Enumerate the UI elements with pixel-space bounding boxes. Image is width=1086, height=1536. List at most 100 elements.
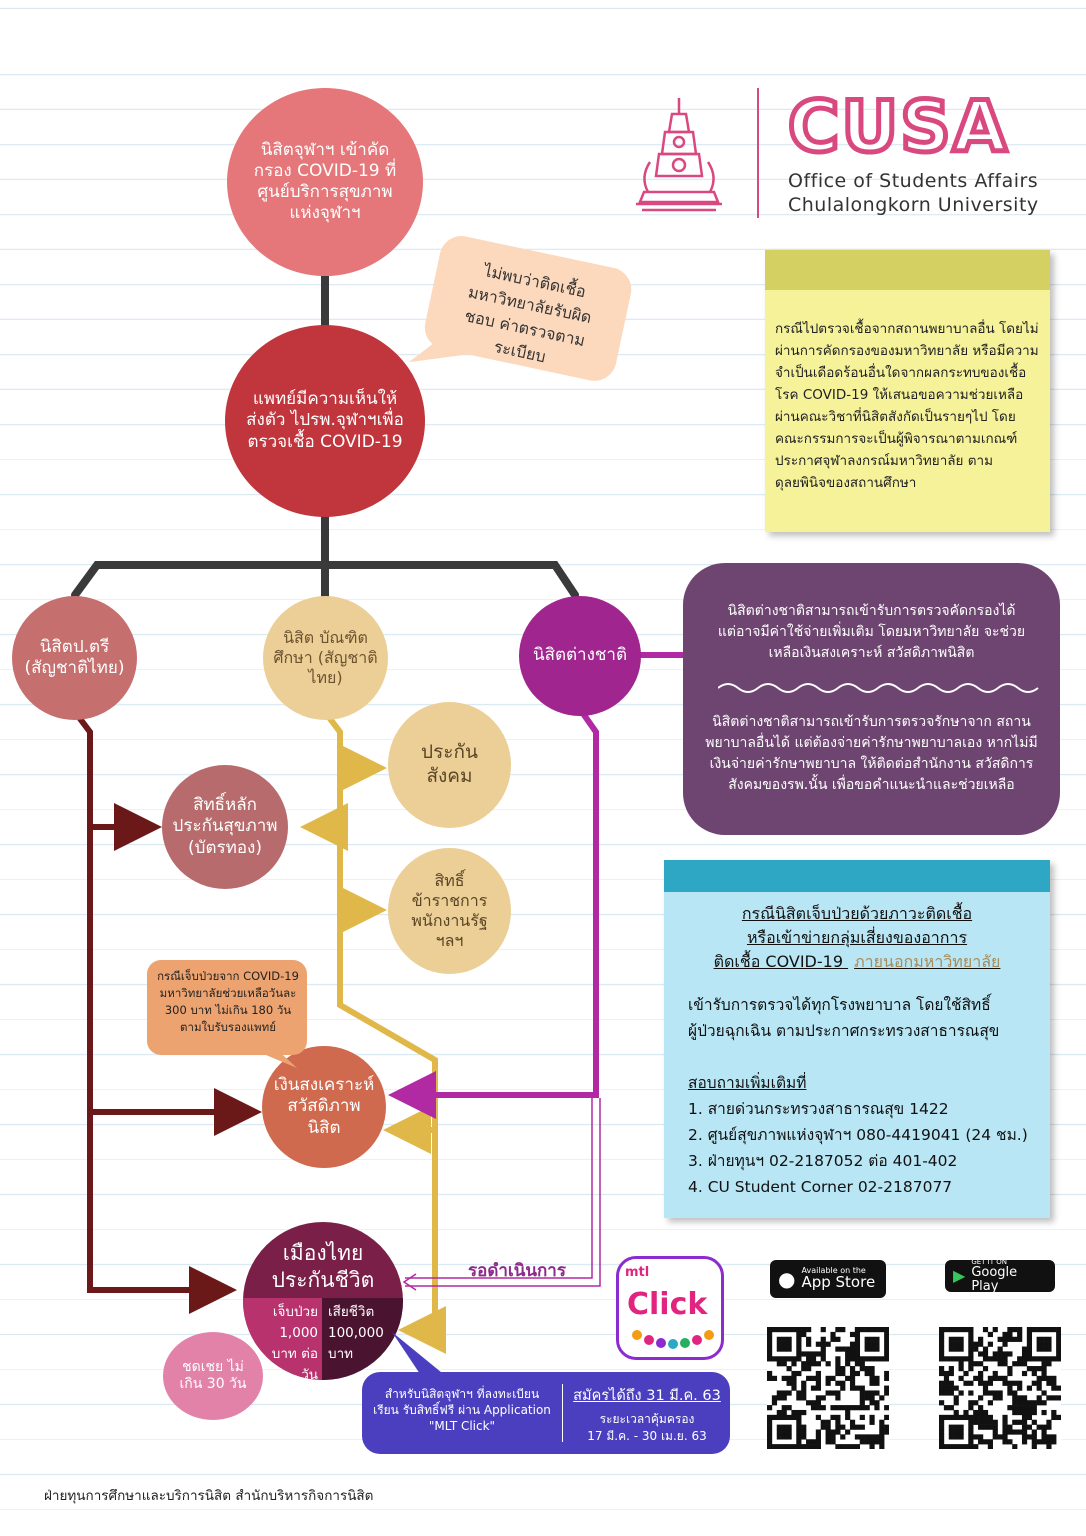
qr-module bbox=[943, 1390, 950, 1396]
qr-module bbox=[1036, 1336, 1042, 1342]
note-blue-gap bbox=[688, 1044, 1050, 1070]
bubble-negative-shape bbox=[408, 235, 632, 381]
qr-module bbox=[796, 1414, 802, 1421]
qr-module bbox=[948, 1370, 954, 1377]
qr-code-google-play[interactable] bbox=[939, 1327, 1061, 1449]
qr-module bbox=[781, 1346, 787, 1352]
node-graduate: นิสิต บัณฑิตศึกษา (สัญชาติไทย) bbox=[263, 596, 388, 720]
qr-module bbox=[791, 1361, 797, 1367]
note-blue-body-1: เข้ารับการตรวจได้ทุกโรงพยาบาล โดยใช้สิทธ… bbox=[688, 996, 991, 1014]
qr-module bbox=[978, 1409, 984, 1416]
qr-module bbox=[939, 1341, 945, 1347]
node-gold-card: สิทธิ์หลัก ประกันสุขภาพ (บัตรทอง) bbox=[162, 765, 288, 889]
chula-emblem bbox=[632, 92, 727, 220]
qr-module bbox=[958, 1444, 964, 1449]
qr-module bbox=[849, 1346, 856, 1352]
qr-module bbox=[864, 1341, 870, 1347]
qr-module bbox=[810, 1356, 817, 1362]
contact-item: 1. สายด่วนกระทรวงสาธารณสุข 1422 bbox=[688, 1100, 949, 1118]
qr-module bbox=[939, 1439, 945, 1445]
qr-module bbox=[874, 1375, 880, 1381]
qr-module bbox=[1007, 1327, 1013, 1333]
qr-module bbox=[973, 1409, 979, 1416]
qr-module bbox=[840, 1346, 846, 1352]
qr-module bbox=[791, 1327, 797, 1333]
qr-module bbox=[948, 1405, 954, 1411]
qr-module bbox=[1026, 1405, 1033, 1411]
qr-module bbox=[1007, 1439, 1013, 1445]
qr-module bbox=[859, 1356, 865, 1362]
google-play-big: Google Play bbox=[971, 1265, 1018, 1294]
qr-module bbox=[968, 1346, 974, 1352]
qr-module bbox=[786, 1346, 792, 1352]
qr-module bbox=[849, 1385, 856, 1391]
qr-module bbox=[997, 1361, 1003, 1367]
qr-module bbox=[879, 1395, 885, 1401]
qr-module bbox=[1002, 1419, 1008, 1425]
qr-module bbox=[849, 1356, 856, 1362]
qr-module bbox=[973, 1414, 979, 1421]
qr-module bbox=[845, 1375, 851, 1381]
qr-module bbox=[849, 1419, 856, 1425]
mlt-coverage-label: ระยะเวลาคุ้มครอง bbox=[599, 1412, 695, 1426]
qr-module bbox=[948, 1414, 954, 1421]
qr-module bbox=[845, 1414, 851, 1421]
qr-code-app-store[interactable] bbox=[767, 1327, 889, 1449]
qr-module bbox=[849, 1366, 856, 1372]
graduate-path bbox=[300, 710, 446, 1354]
qr-module bbox=[781, 1395, 787, 1401]
qr-module bbox=[939, 1346, 945, 1352]
qr-module bbox=[806, 1336, 812, 1342]
node-foreign-label: นิสิตต่างชาติ bbox=[532, 645, 628, 666]
node-insurance-title-text: เมืองไทย ประกันชีวิต bbox=[271, 1241, 375, 1292]
qr-module bbox=[953, 1385, 959, 1391]
qr-module bbox=[1026, 1341, 1033, 1347]
qr-module bbox=[963, 1327, 969, 1333]
qr-module bbox=[968, 1434, 974, 1440]
qr-module bbox=[776, 1356, 782, 1362]
qr-module bbox=[1021, 1414, 1028, 1421]
qr-module bbox=[1026, 1331, 1033, 1338]
app-store-big: App Store bbox=[801, 1273, 876, 1292]
qr-module bbox=[963, 1409, 969, 1416]
qr-module bbox=[879, 1419, 885, 1425]
node-referral: แพทย์มีความเห็นให้ส่งตัว ไปรพ.จุฬาฯเพื่อ… bbox=[225, 325, 425, 517]
qr-module bbox=[997, 1375, 1003, 1381]
qr-module bbox=[786, 1356, 792, 1362]
qr-module bbox=[796, 1429, 802, 1435]
qr-module bbox=[939, 1380, 945, 1386]
qr-module bbox=[1012, 1444, 1018, 1449]
qr-module bbox=[874, 1390, 880, 1396]
qr-module bbox=[840, 1366, 846, 1372]
qr-module bbox=[815, 1375, 821, 1381]
foreign-info-para-2: นิสิตต่างชาติสามารถเข้ารับการตรวจรักษาจา… bbox=[705, 714, 1038, 793]
qr-module bbox=[1036, 1424, 1042, 1430]
node-social-security: ประกันสังคม bbox=[388, 702, 511, 828]
google-play-badge[interactable]: ▶ GET IT ON Google Play bbox=[945, 1258, 1055, 1294]
qr-module bbox=[854, 1351, 861, 1357]
app-store-small: Available on the bbox=[801, 1265, 866, 1275]
qr-module bbox=[874, 1434, 880, 1440]
qr-module bbox=[874, 1346, 880, 1352]
qr-module bbox=[781, 1390, 787, 1396]
qr-module bbox=[987, 1439, 993, 1445]
qr-module bbox=[1046, 1444, 1052, 1449]
qr-module bbox=[953, 1327, 959, 1333]
qr-module bbox=[1007, 1366, 1013, 1372]
qr-module bbox=[859, 1327, 865, 1333]
qr-module bbox=[1041, 1424, 1047, 1430]
qr-module bbox=[1041, 1341, 1047, 1347]
contact-item: 4. CU Student Corner 02-2187077 bbox=[688, 1178, 953, 1196]
qr-module bbox=[963, 1370, 969, 1377]
qr-module bbox=[825, 1375, 831, 1381]
qr-module bbox=[771, 1414, 778, 1421]
app-store-badge[interactable]: ● Available on the App Store bbox=[770, 1260, 886, 1298]
note-blue-title-3-wrap: ติดเชื้อ COVID-19 ภายนอกมหาวิทยาลัย bbox=[664, 950, 1050, 974]
mlt-info-divider bbox=[562, 1384, 563, 1442]
bubble-welfare-shape bbox=[147, 960, 307, 1068]
qr-module bbox=[854, 1434, 861, 1440]
qr-module bbox=[845, 1346, 851, 1352]
qr-module bbox=[1021, 1351, 1028, 1357]
qr-module bbox=[864, 1434, 870, 1440]
qr-module bbox=[854, 1444, 861, 1449]
